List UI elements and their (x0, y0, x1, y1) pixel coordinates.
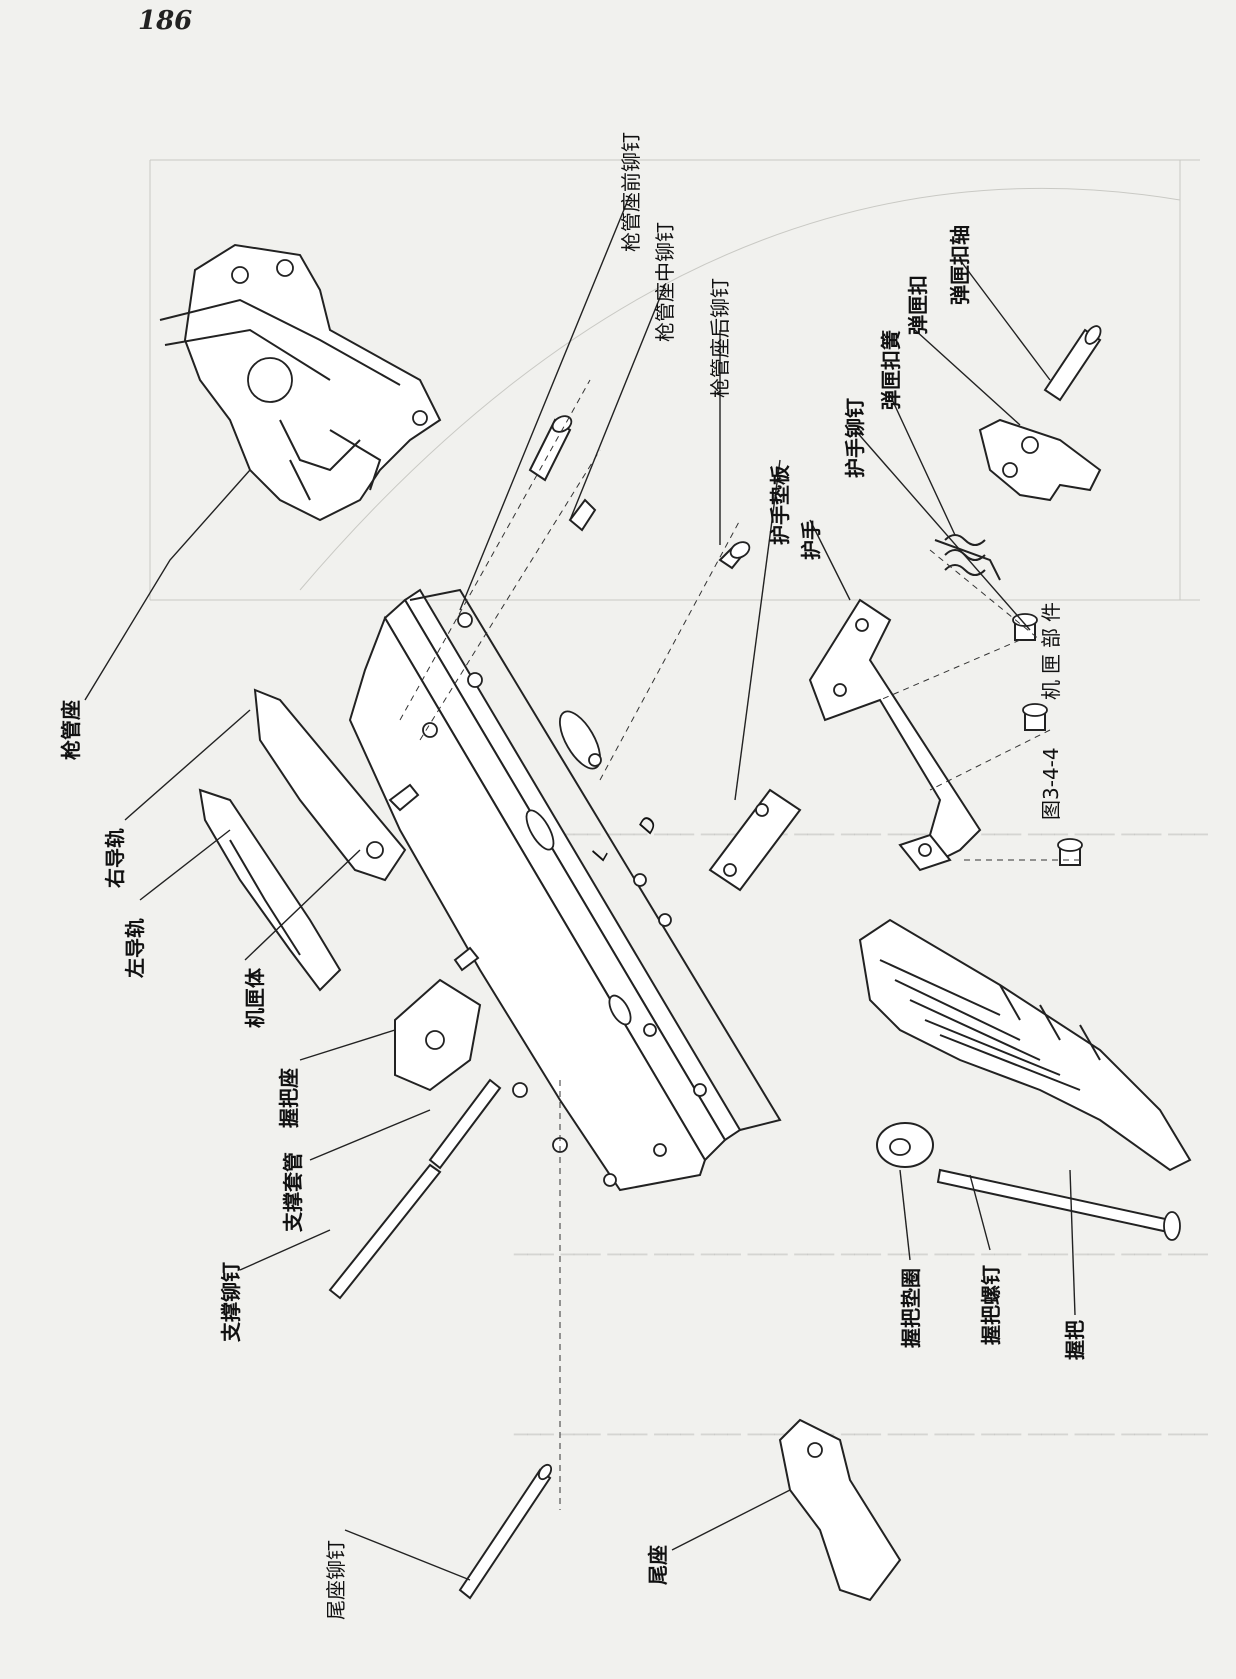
right-rail-part (253, 688, 407, 882)
tail-seat-part (778, 1418, 902, 1602)
mag-catch-pin-part (1043, 325, 1102, 402)
label-receiver-body: 机匣体 (243, 967, 267, 1028)
label-mag-catch-pin: 弹匣扣轴 (948, 225, 972, 305)
label-support-rivet: 支撑铆钉 (219, 1262, 243, 1342)
barrel-seat-part (159, 243, 442, 522)
handguard-plate-part (708, 788, 802, 892)
grip-part (858, 918, 1192, 1172)
label-handguard-plate: 护手垫板 (768, 464, 792, 545)
label-grip-washer: 握把垫圈 (899, 1268, 923, 1348)
label-grip: 握把 (1063, 1320, 1087, 1360)
grip-screw-part (936, 1168, 1181, 1241)
receiver-body-part (348, 588, 782, 1192)
grip-washer-part (876, 1122, 934, 1168)
figure-caption-title: 机匣部件 (1039, 596, 1063, 700)
label-handguard-rivet: 护手铆钉 (843, 398, 867, 478)
support-rivet-part (328, 1163, 442, 1300)
handguard-part (808, 598, 982, 872)
bleed-through-grid (149, 159, 1200, 601)
label-barrel-rear-rivet: 枪管座后铆钉 (708, 278, 732, 398)
tail-rivet-part (458, 1463, 553, 1600)
label-barrel-front-rivet: 枪管座前铆钉 (619, 132, 643, 252)
label-handguard: 护手 (799, 520, 823, 560)
barrel-rivets (388, 415, 751, 972)
selector-mark-l: L (587, 843, 613, 865)
label-grip-seat: 握把座 (277, 1068, 301, 1128)
label-barrel-middle-rivet: 枪管座中铆钉 (653, 222, 677, 342)
mag-catch-spring-part (934, 534, 1001, 581)
mag-catch-part (978, 418, 1102, 502)
label-mag-catch: 弹匣扣 (906, 275, 930, 335)
support-sleeve-part (428, 1078, 502, 1170)
label-tail-seat: 尾座 (646, 1545, 670, 1585)
figure-caption-number: 图3-4-4 (1039, 747, 1063, 820)
label-mag-catch-spring: 弹匣扣簧 (879, 330, 903, 410)
page-number: 186 (138, 6, 193, 36)
label-support-sleeve: 支撑套管 (281, 1152, 305, 1232)
assembly-axes (399, 379, 1080, 1510)
left-rail-part (198, 788, 342, 992)
label-right-rail: 右导轨 (103, 828, 127, 888)
label-barrel-seat: 枪管座 (59, 700, 83, 760)
selector-mark-d: D (634, 812, 662, 837)
label-grip-screw: 握把螺钉 (979, 1265, 1003, 1345)
grip-seat-part (394, 978, 482, 1092)
label-left-rail: 左导轨 (123, 918, 147, 978)
label-tail-rivet: 尾座铆钉 (324, 1540, 348, 1620)
leader-lines (84, 194, 1076, 1581)
